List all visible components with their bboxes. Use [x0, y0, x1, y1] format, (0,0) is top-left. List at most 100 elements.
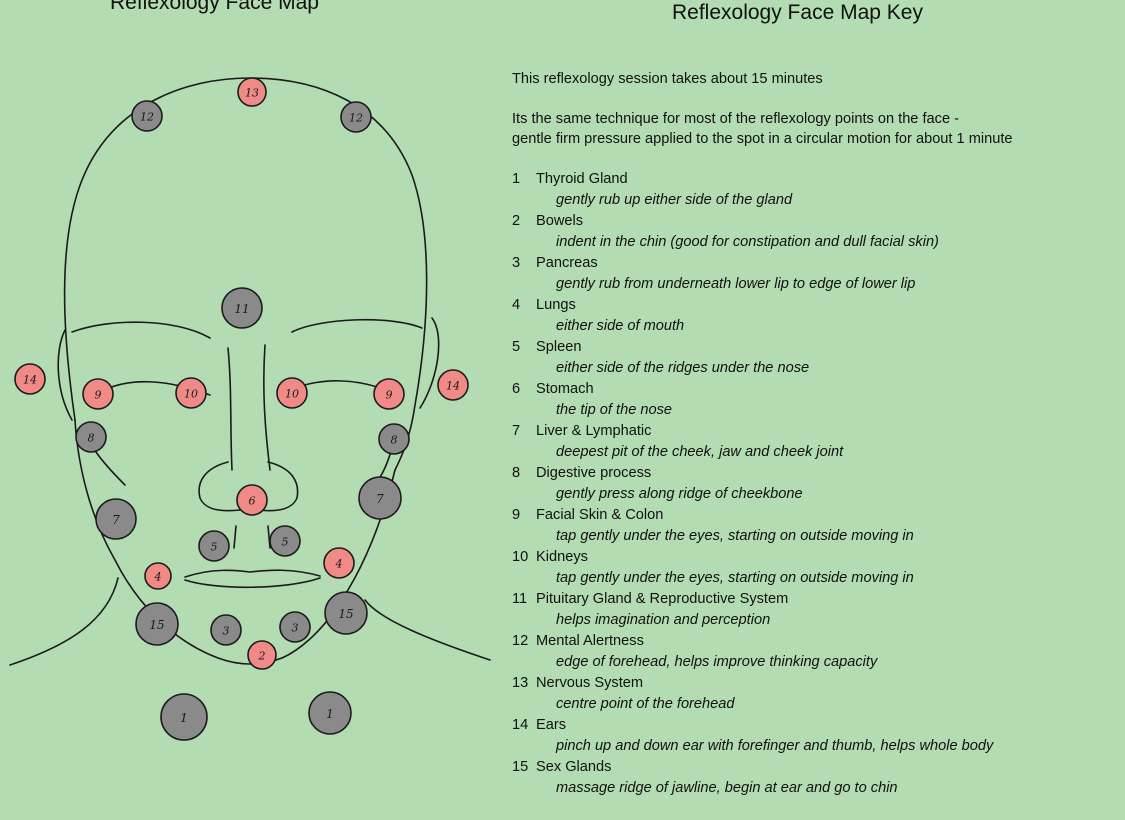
reflex-point-circle	[279, 611, 311, 643]
reflex-point-label: 13	[245, 87, 259, 100]
reflex-point-11: 11	[221, 287, 263, 329]
reflex-point-circle	[95, 498, 137, 540]
key-item-number: 6	[512, 381, 521, 397]
reflex-point-label: 1	[180, 711, 188, 725]
reflex-point-circle	[144, 562, 172, 590]
key-item-number: 9	[512, 507, 521, 523]
key-item-name: Liver & Lymphatic	[536, 423, 652, 439]
reflex-point-7: 7	[95, 498, 137, 540]
key-item-description: tap gently under the eyes, starting on o…	[556, 528, 914, 544]
neck-left	[9, 577, 119, 666]
key-item-description: tap gently under the eyes, starting on o…	[556, 570, 914, 586]
key-item-number: 11	[512, 591, 528, 607]
reflex-point-circle	[237, 77, 267, 107]
reflex-point-2: 2	[247, 640, 277, 670]
key-item-name: Sex Glands	[536, 759, 612, 775]
nostril-left	[198, 461, 241, 512]
key-item-number: 5	[512, 339, 521, 355]
reflex-point-circle	[210, 614, 242, 646]
reflex-point-3: 3	[279, 611, 311, 643]
key-item-name: Bowels	[536, 213, 584, 229]
reflex-point-label: 10	[285, 388, 299, 401]
key-item-name: Nervous System	[536, 675, 644, 691]
cheek-line-left	[95, 451, 126, 486]
key-item-description: gently press along ridge of cheekbone	[556, 486, 803, 502]
key-item-name: Stomach	[536, 381, 594, 397]
key-item-description: centre point of the forehead	[556, 696, 735, 712]
reflex-point-circle	[135, 602, 179, 646]
key-item-name: Pituitary Gland & Reproductive System	[536, 591, 789, 607]
reflex-point-3: 3	[210, 614, 242, 646]
technique-text-line2: gentle firm pressure applied to the spot…	[512, 131, 1013, 147]
key-item-description: gently rub up either side of the gland	[556, 192, 793, 208]
reflex-point-circle	[236, 484, 268, 516]
reflex-point-label: 6	[249, 495, 256, 508]
reflex-point-label: 15	[338, 607, 353, 621]
reflex-point-circle	[247, 640, 277, 670]
key-item-number: 10	[512, 549, 529, 565]
reflex-point-5: 5	[269, 525, 301, 557]
reflex-point-label: 10	[184, 388, 198, 401]
reflex-point-label: 9	[386, 389, 393, 402]
reflex-point-label: 3	[292, 622, 299, 635]
reflex-point-label: 12	[349, 112, 363, 125]
reflex-point-circle	[14, 363, 46, 395]
reflex-point-15: 15	[135, 602, 179, 646]
key-title: Reflexology Face Map Key	[672, 1, 923, 24]
reflex-point-circle	[221, 287, 263, 329]
reflex-point-14: 14	[14, 363, 46, 395]
key-item-header: 13 Nervous System	[512, 673, 1122, 694]
key-item-number: 3	[512, 255, 521, 271]
eyebrow-left	[71, 321, 211, 339]
reflex-point-label: 7	[112, 513, 120, 527]
reflex-point-7: 7	[358, 476, 402, 520]
key-item-header: 5 Spleen	[512, 337, 1122, 358]
reflex-point-circle	[323, 547, 355, 579]
reflex-point-1: 1	[160, 693, 208, 741]
reflex-point-label: 2	[258, 650, 266, 663]
key-item-description: either side of the ridges under the nose	[556, 360, 810, 376]
ear-left	[57, 329, 73, 421]
reflex-point-label: 14	[23, 374, 37, 387]
key-item-name: Thyroid Gland	[536, 171, 628, 187]
reflex-point-circle	[340, 101, 372, 133]
reflex-point-circle	[324, 591, 368, 635]
reflex-point-14: 14	[437, 369, 469, 401]
ear-right	[419, 317, 440, 409]
reflex-point-circle	[198, 530, 230, 562]
reflex-point-15: 15	[324, 591, 368, 635]
reflex-point-label: 3	[223, 625, 230, 638]
reflex-point-label: 15	[149, 618, 164, 632]
reflex-point-12: 12	[340, 101, 372, 133]
key-item-description: edge of forehead, helps improve thinking…	[556, 654, 878, 670]
reflex-point-label: 4	[335, 558, 343, 571]
reflex-point-4: 4	[144, 562, 172, 590]
reflex-point-8: 8	[75, 421, 107, 453]
key-item-description: deepest pit of the cheek, jaw and cheek …	[556, 444, 844, 460]
reflex-point-label: 4	[154, 571, 162, 584]
reflex-point-label: 5	[211, 541, 218, 554]
key-item-description: pinch up and down ear with forefinger an…	[556, 738, 994, 754]
key-item-name: Spleen	[536, 339, 582, 355]
reflex-point-circle	[131, 100, 163, 132]
key-item-name: Ears	[536, 717, 567, 733]
key-item-number: 4	[512, 297, 521, 313]
reflex-point-8: 8	[378, 423, 410, 455]
reflex-point-circle	[276, 377, 308, 409]
map-key: This reflexology session takes about 15 …	[512, 69, 1122, 799]
key-item-number: 13	[512, 675, 529, 691]
reflex-point-10: 10	[175, 377, 207, 409]
key-item-name: Lungs	[536, 297, 576, 313]
